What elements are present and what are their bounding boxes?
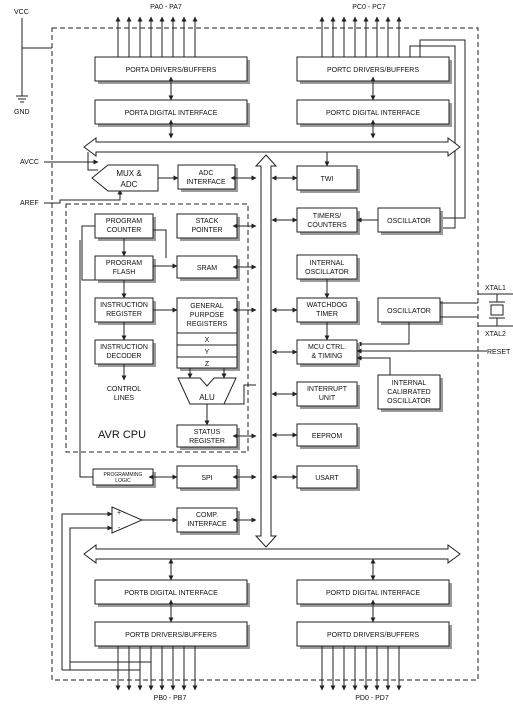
interrupt-unit-block (296, 381, 358, 407)
instruction-decoder-label-2: DECODER (106, 353, 141, 360)
portb-drivers-block (94, 621, 248, 647)
instruction-decoder-label-1: INSTRUCTION (100, 344, 148, 351)
instruction-register-label-1: INSTRUCTION (100, 302, 148, 309)
instruction-register-label-2: REGISTER (106, 311, 142, 318)
sram-label: SRAM (197, 265, 217, 272)
portb-drivers-label: PORTB DRIVERS/BUFFERS (125, 632, 217, 639)
mux-adc-label-1: MUX & (116, 169, 142, 178)
gp-registers-label-1: GENERAL (190, 303, 224, 310)
twi-label: TWI (321, 176, 334, 183)
comp-interface-label-1: COMP. (196, 512, 218, 519)
internal-calibrated-osc-label-3: OSCILLATOR (387, 398, 431, 405)
porta-pin-arrows (115, 16, 198, 57)
stack-pointer-block (176, 213, 238, 239)
avcc-label: AVCC (20, 159, 39, 166)
xtal1-label: XTAL1 (485, 285, 506, 292)
portd-drivers-block (296, 621, 450, 647)
internal-oscillator-label-1: INTERNAL (310, 260, 345, 267)
program-flash-block (94, 255, 154, 281)
portd-drivers-label: PORTD DRIVERS/BUFFERS (327, 632, 419, 639)
instruction-decoder-block (94, 339, 154, 365)
program-counter-label-1: PROGRAM (106, 218, 142, 225)
porta-digital-label: PORTA DIGITAL INTERFACE (125, 110, 218, 117)
stack-pointer-label-1: STACK (196, 218, 219, 225)
watchdog-timer-label-1: WATCHDOG (307, 302, 348, 309)
spi-label: SPI (201, 475, 212, 482)
mux-adc-label-2: ADC (121, 180, 138, 189)
oscillator-1-label: OSCILLATOR (387, 218, 431, 225)
internal-calibrated-osc-label-1: INTERNAL (392, 380, 427, 387)
portc-pin-arrows (319, 16, 402, 57)
chip-boundary (51, 27, 479, 681)
usart-label: USART (315, 475, 339, 482)
top-data-bus (83, 137, 461, 157)
gnd-label: GND (14, 109, 30, 116)
oscillator-1-block (377, 207, 441, 233)
control-lines-label-1: CONTROL (107, 386, 141, 393)
stack-pointer-label-2: POINTER (191, 227, 222, 234)
oscillator-2-label: OSCILLATOR (387, 308, 431, 315)
control-lines-label-2: LINES (114, 395, 135, 402)
timers-counters-block (296, 207, 358, 233)
internal-oscillator-label-2: OSCILLATOR (305, 269, 349, 276)
mcu-ctrl-label-2: & TIMING (312, 353, 343, 360)
aref-label: AREF (20, 200, 39, 207)
program-flash-label-2: FLASH (113, 269, 136, 276)
mcu-ctrl-timing-block (296, 339, 358, 365)
portb-pin-arrows (115, 646, 198, 691)
reg-x-label: X (205, 337, 210, 344)
adc-interface-block (177, 164, 236, 190)
interrupt-unit-label-1: INTERRUPT (307, 386, 348, 393)
alu-label: ALU (199, 393, 215, 402)
portc-drivers-label: PORTC DRIVERS/BUFFERS (327, 67, 419, 74)
interrupt-unit-label-2: UNIT (319, 395, 336, 402)
adc-interface-label-1: ADC (199, 170, 214, 177)
oscillator-2-block (377, 297, 441, 323)
central-data-bus (254, 154, 278, 548)
gp-registers-label-3: REGISTERS (187, 321, 228, 328)
portc-digital-label: PORTC DIGITAL INTERFACE (326, 110, 420, 117)
xtal2-label: XTAL2 (485, 331, 506, 338)
internal-calibrated-osc-label-2: CALIBRATED (387, 389, 430, 396)
adc-interface-label-2: INTERFACE (186, 179, 226, 186)
portb-pins-label: PB0 - PB7 (154, 695, 187, 702)
internal-calibrated-osc-block (377, 374, 441, 410)
portc-pins-label: PC0 - PC7 (352, 4, 386, 11)
porta-pins-label: PA0 - PA7 (150, 4, 182, 11)
crystal-symbol (478, 293, 513, 327)
reg-z-label: Z (205, 361, 210, 368)
portd-digital-label: PORTD DIGITAL INTERFACE (326, 590, 420, 597)
avr-cpu-region (65, 203, 249, 453)
mcu-ctrl-label-1: MCU CTRL. (308, 344, 346, 351)
avr-cpu-label: AVR CPU (98, 429, 146, 441)
reg-y-label: Y (205, 349, 210, 356)
bottom-data-bus (83, 544, 461, 564)
porta-drivers-label: PORTA DRIVERS/BUFFERS (126, 67, 217, 74)
status-register-label-1: STATUS (194, 429, 221, 436)
comp-interface-block (176, 507, 238, 533)
program-flash-label-1: PROGRAM (106, 260, 142, 267)
program-counter-block (94, 213, 154, 239)
timers-counters-label-1: TIMERS/ (313, 213, 341, 220)
timers-counters-label-2: COUNTERS (307, 222, 347, 229)
reset-label: RESET (487, 349, 511, 356)
analog-comparator (111, 506, 144, 534)
portb-digital-label: PORTB DIGITAL INTERFACE (124, 590, 218, 597)
programming-logic-label-1: PROGRAMMING (104, 472, 143, 478)
vcc-label: VCC (14, 9, 29, 16)
portd-pins-label: PD0 - PD7 (355, 695, 389, 702)
programming-logic-label-2: LOGIC (115, 478, 131, 484)
portd-pin-arrows (319, 646, 402, 691)
gp-registers-label-2: PURPOSE (190, 312, 225, 319)
eeprom-label: EEPROM (312, 433, 343, 440)
comp-interface-label-2: INTERFACE (187, 521, 227, 528)
program-counter-label-2: COUNTER (107, 227, 142, 234)
comp-plus-label: + (117, 510, 121, 517)
status-register-label-2: REGISTER (189, 438, 225, 445)
watchdog-timer-label-2: TIMER (316, 311, 338, 318)
comp-minus-label: - (118, 525, 121, 532)
